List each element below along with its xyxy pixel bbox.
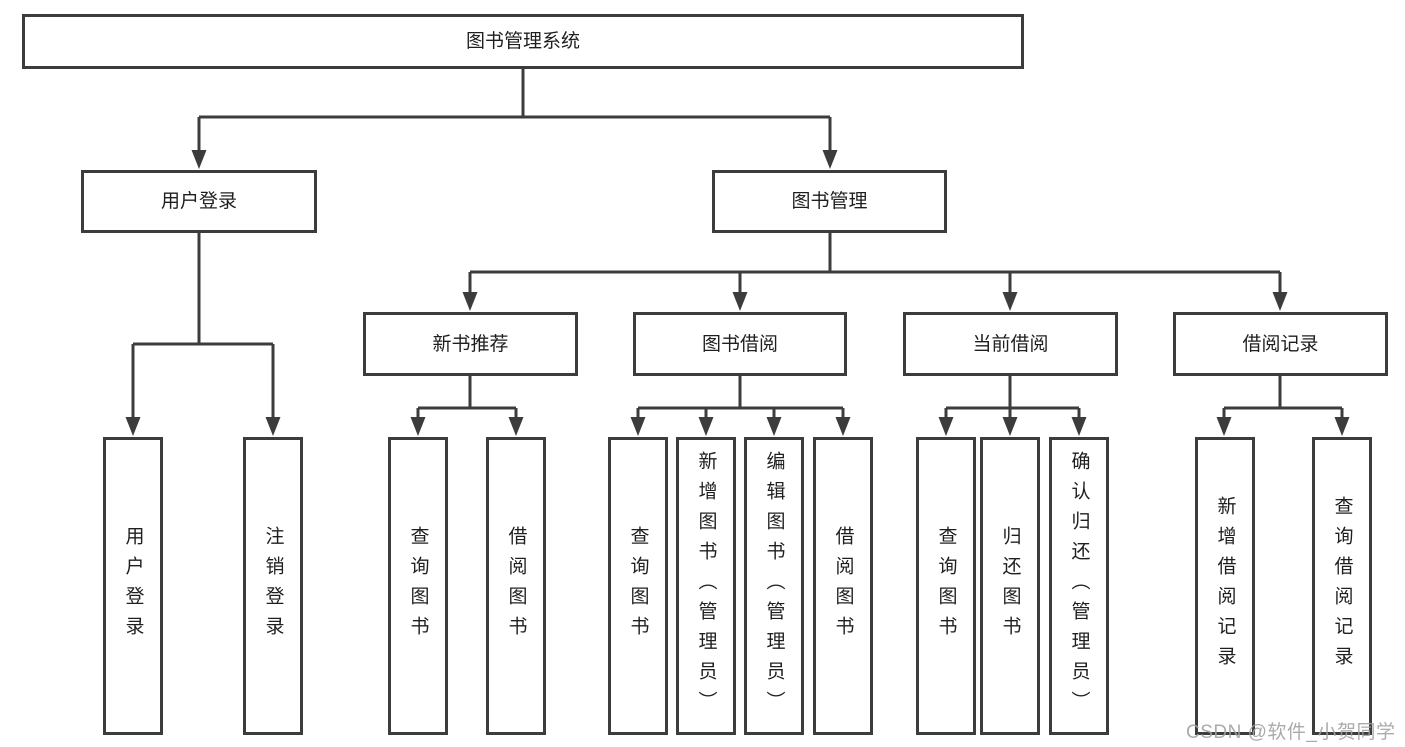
node-root-system: 图书管理系统 [22, 14, 1024, 69]
node-leaf-borrow-books-recommend: 借阅图书 [486, 437, 546, 735]
node-leaf-query-books-borrow: 查询图书 [608, 437, 668, 735]
node-leaf-return-books: 归还图书 [980, 437, 1040, 735]
node-module-book-management: 图书管理 [712, 170, 947, 233]
node-section-current-borrow: 当前借阅 [903, 312, 1118, 376]
node-leaf-query-borrow-record: 查询借阅记录 [1312, 437, 1372, 735]
node-section-new-book-recommend: 新书推荐 [363, 312, 578, 376]
node-leaf-confirm-return-admin: 确认归还（管理员） [1049, 437, 1109, 735]
node-leaf-user-login: 用户登录 [103, 437, 163, 735]
node-section-book-borrow: 图书借阅 [633, 312, 847, 376]
node-leaf-query-books-current: 查询图书 [916, 437, 976, 735]
arrowheads [125, 150, 1350, 436]
node-module-user-login: 用户登录 [81, 170, 317, 233]
node-leaf-logout: 注销登录 [243, 437, 303, 735]
node-leaf-edit-books-admin: 编辑图书（管理员） [744, 437, 804, 735]
node-leaf-add-borrow-record: 新增借阅记录 [1195, 437, 1255, 735]
node-leaf-query-books-recommend: 查询图书 [388, 437, 448, 735]
node-leaf-borrow-books: 借阅图书 [813, 437, 873, 735]
csdn-watermark: CSDN @软件_小贺同学 [1186, 722, 1396, 743]
node-leaf-add-books-admin: 新增图书（管理员） [676, 437, 736, 735]
node-section-borrow-records: 借阅记录 [1173, 312, 1388, 376]
